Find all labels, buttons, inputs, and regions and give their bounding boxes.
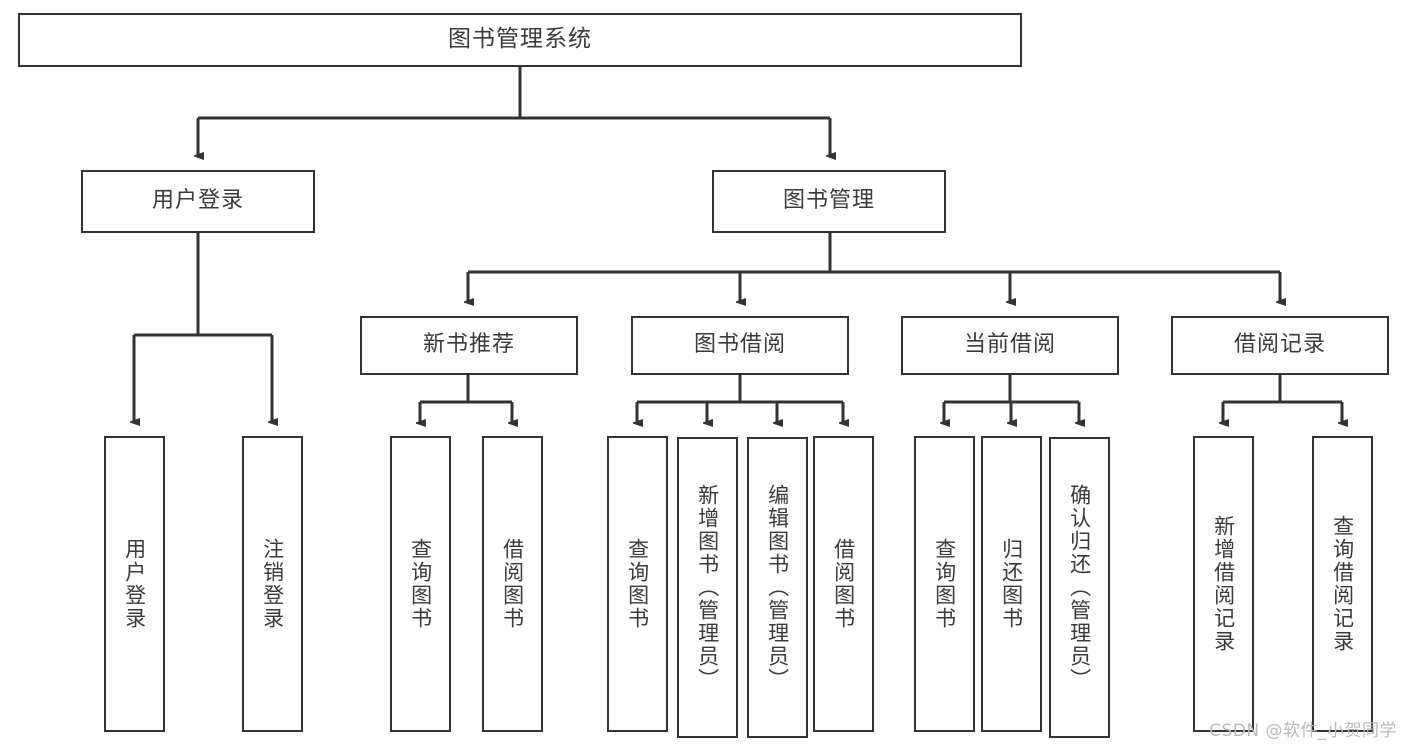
- node-label: 查询图书: [625, 538, 650, 630]
- node-leaf-query-borrow-record[interactable]: 查询借阅记录: [1312, 436, 1373, 732]
- node-leaf-return-book[interactable]: 归还图书: [981, 436, 1042, 732]
- node-label: 用户登录: [151, 188, 244, 214]
- node-label: 归还图书: [999, 538, 1024, 630]
- node-label: 借阅图书: [500, 538, 525, 630]
- node-label: 新书推荐: [422, 332, 515, 358]
- node-label: 查询借阅记录: [1330, 515, 1355, 653]
- node-book-borrow[interactable]: 图书借阅: [631, 316, 849, 375]
- node-root-system[interactable]: 图书管理系统: [18, 13, 1022, 67]
- node-label: 图书管理系统: [448, 26, 592, 53]
- node-label: 注销登录: [260, 538, 285, 630]
- node-leaf-add-book-admin[interactable]: 新增图书（管理员）: [677, 437, 738, 738]
- node-borrow-record[interactable]: 借阅记录: [1171, 316, 1389, 375]
- node-leaf-borrow-book-recommend[interactable]: 借阅图书: [482, 436, 543, 732]
- node-leaf-user-logout[interactable]: 注销登录: [242, 436, 303, 732]
- node-leaf-query-book[interactable]: 查询图书: [607, 436, 668, 732]
- node-user-login[interactable]: 用户登录: [81, 170, 315, 233]
- node-leaf-confirm-return-admin[interactable]: 确认归还（管理员）: [1049, 437, 1110, 738]
- node-label: 新增借阅记录: [1211, 515, 1236, 653]
- node-leaf-add-borrow-record[interactable]: 新增借阅记录: [1193, 436, 1254, 732]
- node-leaf-query-book-recommend[interactable]: 查询图书: [390, 436, 451, 732]
- node-label: 新增图书（管理员）: [695, 484, 720, 691]
- node-current-borrow[interactable]: 当前借阅: [901, 316, 1119, 375]
- watermark: CSDN @软件_小贺同学: [1209, 721, 1397, 741]
- node-label: 当前借阅: [963, 332, 1056, 358]
- node-leaf-query-book-current[interactable]: 查询图书: [914, 436, 975, 732]
- node-label: 图书借阅: [693, 332, 786, 358]
- node-label: 用户登录: [122, 538, 147, 630]
- node-label: 借阅图书: [831, 538, 856, 630]
- node-label: 借阅记录: [1233, 332, 1326, 358]
- node-leaf-borrow-book[interactable]: 借阅图书: [813, 436, 874, 732]
- node-label: 编辑图书（管理员）: [765, 484, 790, 691]
- node-label: 查询图书: [932, 538, 957, 630]
- node-leaf-user-login[interactable]: 用户登录: [104, 436, 165, 732]
- node-label: 图书管理: [782, 188, 875, 214]
- node-new-book-recommend[interactable]: 新书推荐: [360, 316, 578, 375]
- node-leaf-edit-book-admin[interactable]: 编辑图书（管理员）: [747, 437, 808, 738]
- node-label: 确认归还（管理员）: [1067, 484, 1092, 691]
- node-book-management[interactable]: 图书管理: [712, 170, 946, 233]
- node-label: 查询图书: [408, 538, 433, 630]
